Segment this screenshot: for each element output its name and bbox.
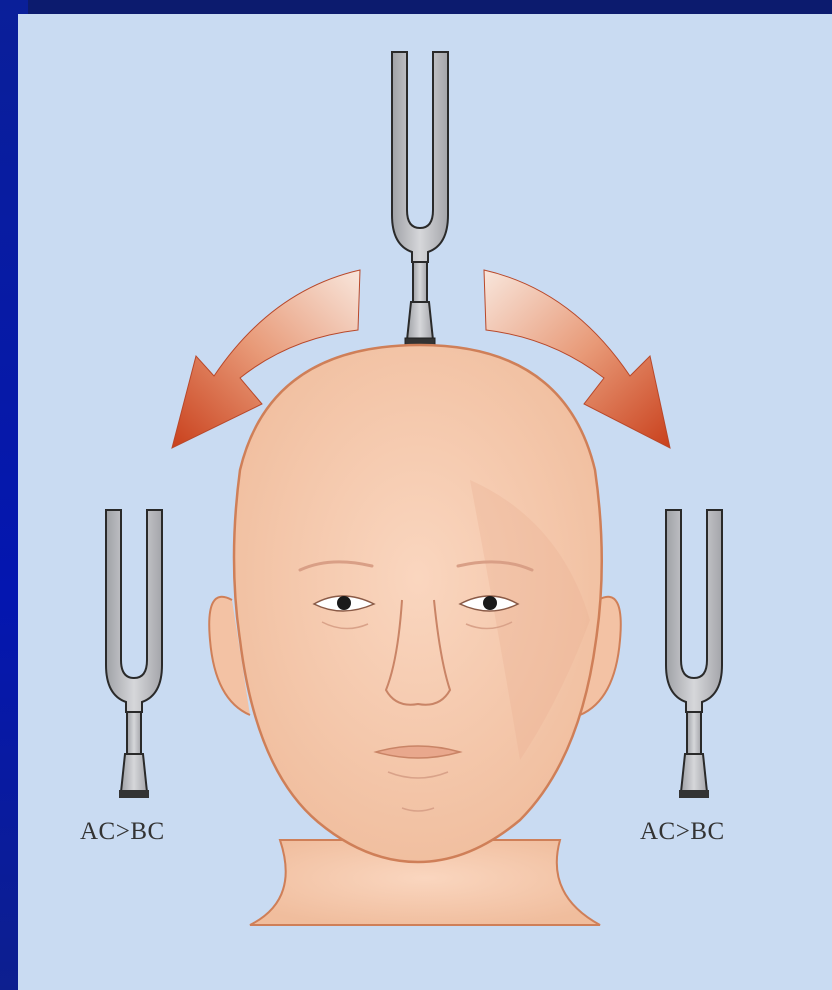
tuning-fork-top-icon — [392, 52, 448, 346]
label-left-ac-bc: AC>BC — [80, 818, 165, 846]
label-right-ac-bc: AC>BC — [640, 818, 725, 846]
head — [209, 345, 621, 925]
tuning-fork-left-icon — [106, 510, 162, 798]
tuning-fork-right-icon — [666, 510, 722, 798]
